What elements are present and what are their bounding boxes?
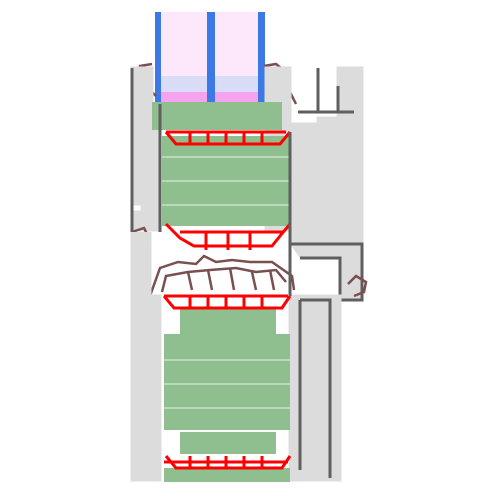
thermal-break-strips-lower [162, 294, 292, 470]
outer-frame-right [298, 298, 332, 478]
upper-insulation-cap [152, 102, 282, 130]
lower-insulation-lines [164, 359, 290, 409]
glass-seal-left [160, 92, 208, 102]
glass-seal-right [214, 92, 260, 102]
lower-insulation-main [164, 334, 290, 430]
transom-gasket-ribs [186, 267, 276, 291]
thermal-break-1-cells [188, 132, 264, 144]
lower-insulation-base [164, 468, 290, 482]
thermal-break-2-cells [204, 232, 252, 250]
transom-gasket-outer [148, 254, 296, 297]
outer-edges [130, 68, 292, 296]
transom-gasket-inner [160, 266, 287, 293]
glass-spacer-right [214, 76, 260, 92]
frame-left-wall [130, 232, 162, 482]
lower-insulation-foot [180, 432, 276, 454]
glass-pane-middle [207, 12, 215, 102]
glazing-unit [155, 12, 265, 102]
lower-insulation-cap [180, 308, 276, 334]
frame-right-upper-block [288, 130, 364, 246]
thermal-break-4-cells [188, 456, 264, 468]
thermal-break-3-cells [188, 296, 264, 308]
sash-right-inner-lines [298, 68, 354, 114]
frame-profile [130, 232, 342, 482]
frame-right-wall [288, 294, 342, 482]
glass-spacer-left [160, 76, 208, 92]
upper-insulation-lines [162, 156, 290, 206]
thermal-break-strips [164, 130, 292, 250]
frame-right-hook [347, 274, 368, 298]
glass-pane-right [258, 12, 265, 102]
thermal-break-2 [164, 222, 292, 248]
frame-right-step [290, 242, 364, 302]
glass-pane-left [155, 12, 161, 102]
sash-profile [130, 66, 364, 302]
